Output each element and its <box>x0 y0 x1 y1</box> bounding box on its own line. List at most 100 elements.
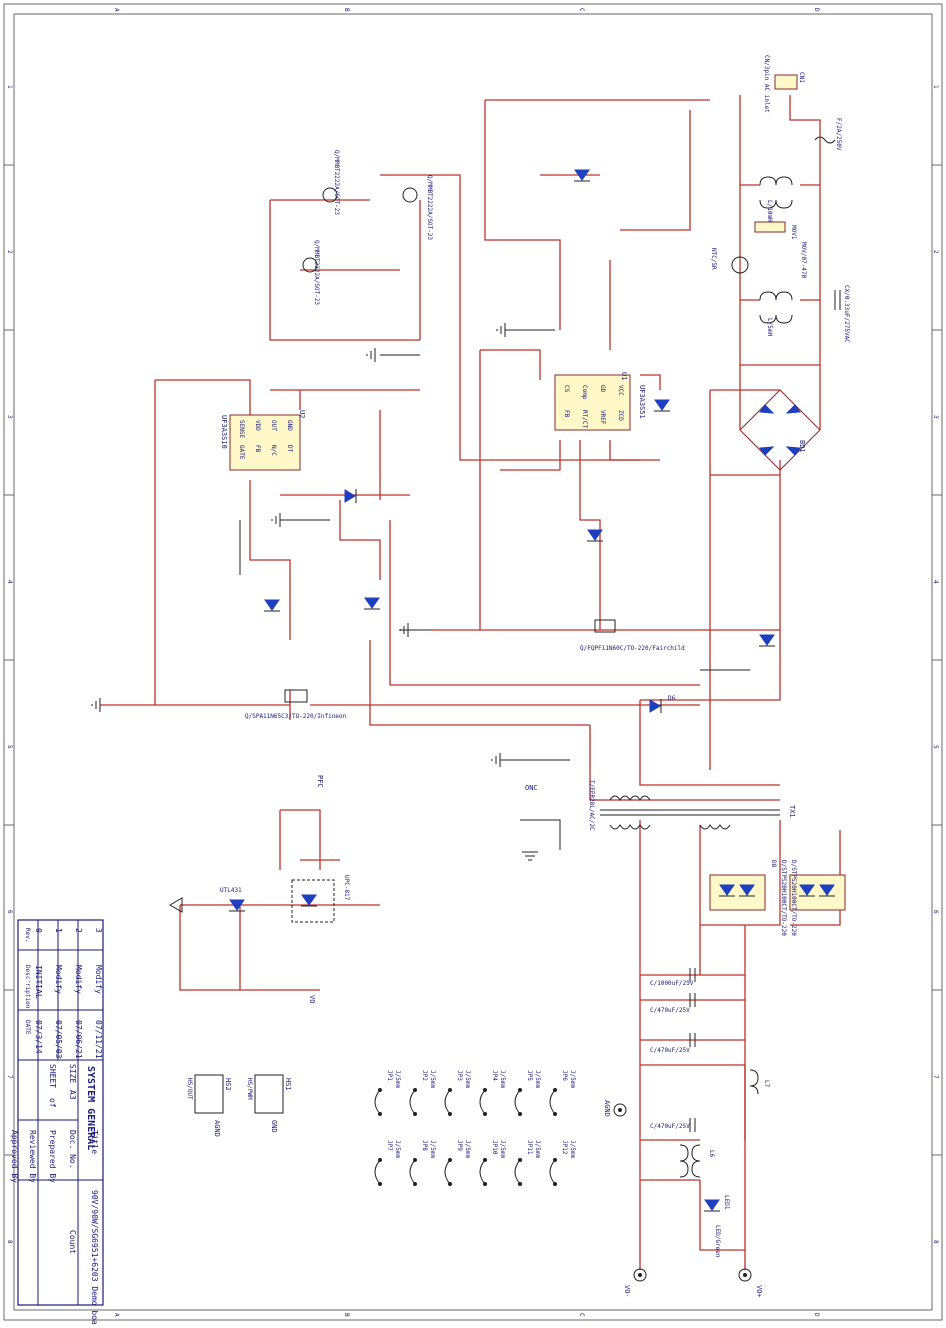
jumper-symbol <box>549 1089 556 1115</box>
svg-text:Q/FQPF11N60C/TO-220/Fairchild: Q/FQPF11N60C/TO-220/Fairchild <box>580 645 685 652</box>
svg-text:HS/OUT: HS/OUT <box>186 1078 193 1100</box>
svg-text:U1: U1 <box>620 372 628 380</box>
jumper-pad <box>518 1112 522 1116</box>
svg-text:C/470uF/25V: C/470uF/25V <box>650 1007 690 1014</box>
zone-col-label: C <box>578 1313 585 1317</box>
jumper-value: J/5mm <box>429 1070 436 1088</box>
u2-pin-label: OUT <box>270 420 277 431</box>
svg-text:U2: U2 <box>298 410 306 418</box>
jumper-pad <box>413 1112 417 1116</box>
jumper-symbol <box>479 1089 486 1115</box>
u1-pin-label: FB <box>563 410 570 418</box>
svg-text:CN/3pin AC inlet: CN/3pin AC inlet <box>763 55 770 113</box>
input-parts: CN1 CN/3pin AC inlet F/2A/250V MOV1 MOV/… <box>710 55 850 343</box>
jumper-pad <box>518 1088 522 1092</box>
jumper-value: J/5mm <box>464 1070 471 1088</box>
svg-text:Q/MMBT2222A/SOT-23: Q/MMBT2222A/SOT-23 <box>313 240 320 305</box>
svg-text:L6: L6 <box>708 1150 715 1158</box>
zone-row-label: 2 <box>6 250 13 254</box>
svg-text:Q/MMBT2222A/SOT-23: Q/MMBT2222A/SOT-23 <box>333 150 340 215</box>
zone-row-label: 3 <box>6 415 13 419</box>
jumper-pad <box>448 1182 452 1186</box>
svg-text:T/EER28L/AC/2C: T/EER28L/AC/2C <box>588 780 595 831</box>
zone-row-label: 1 <box>932 85 939 89</box>
zone-col-label: C <box>578 8 585 12</box>
rev-cell: Modify <box>74 965 83 994</box>
zone-row-label: 7 <box>932 1075 939 1079</box>
zone-col-label: A <box>113 8 120 12</box>
jumper-ref: JP9 <box>456 1140 463 1151</box>
zone-row-label: 8 <box>6 1240 13 1244</box>
u2-pin-label: SENSE <box>238 420 245 438</box>
rev-cell: INITIAL <box>34 965 43 999</box>
jumper-ref: JP12 <box>561 1140 568 1155</box>
title-block: Rev.Desc'riptionDATE0INITIAL07/3/141Modi… <box>10 919 104 1328</box>
zone-col-label: D <box>813 1313 820 1317</box>
jumper-ref: JP3 <box>456 1070 463 1081</box>
rev-header: Rev. <box>24 928 31 942</box>
rev-cell: 07/06/21 <box>74 1020 83 1059</box>
jumper-pad <box>413 1088 417 1092</box>
u2-pin-label: GND <box>286 420 293 431</box>
svg-text:ONC: ONC <box>525 784 538 792</box>
svg-text:D/STPS20H100CT/TO-220: D/STPS20H100CT/TO-220 <box>790 860 797 936</box>
svg-text:SHEET: SHEET <box>48 1064 57 1088</box>
zone-row-label: 2 <box>932 250 939 254</box>
svg-text:AGND: AGND <box>213 1120 221 1137</box>
svg-text:AGND: AGND <box>603 1100 611 1117</box>
jumper-pad <box>483 1088 487 1092</box>
svg-text:BD1: BD1 <box>798 440 806 453</box>
svg-text:HS/PWM: HS/PWM <box>246 1078 253 1100</box>
u2-pin-label: FB <box>254 445 261 453</box>
ground-symbols <box>91 323 538 913</box>
svg-text:NTC/5R: NTC/5R <box>710 248 717 270</box>
jumper-pad <box>448 1112 452 1116</box>
svg-text:of: of <box>48 1098 57 1108</box>
svg-text:C/470uF/25V: C/470uF/25V <box>650 1047 690 1054</box>
jumper-pad <box>378 1112 382 1116</box>
jumper-symbol <box>549 1159 556 1185</box>
ground-net <box>239 329 750 850</box>
jumper-pad <box>553 1112 557 1116</box>
svg-text:CN1: CN1 <box>798 72 805 83</box>
u2-pin-label: VDD <box>254 420 261 431</box>
svg-text:Prepared By: Prepared By <box>48 1130 57 1183</box>
zone-row-label: 5 <box>6 745 13 749</box>
jumper-pad <box>483 1182 487 1186</box>
rev-cell: 2 <box>74 928 83 933</box>
rev-cell: Modify <box>94 965 103 994</box>
jumper-symbol <box>479 1159 486 1185</box>
feedback-section: UPC-817 UTL431 <box>220 875 350 923</box>
jumper-ref: JP7 <box>386 1140 393 1151</box>
svg-text:Reviewed By: Reviewed By <box>28 1130 37 1183</box>
svg-text:UTL431: UTL431 <box>220 887 242 894</box>
led1: LED1 LED/Green <box>704 1195 730 1258</box>
u1-pin-label: Comp <box>581 385 588 400</box>
svg-text:L/10mH: L/10mH <box>766 200 773 222</box>
jumper-ref: JP10 <box>491 1140 498 1155</box>
jumper-value: J/5mm <box>499 1140 506 1158</box>
svg-text:MOV/07-470: MOV/07-470 <box>800 242 807 279</box>
jumper-ref: JP1 <box>386 1070 393 1081</box>
zone-row-label: 6 <box>932 910 939 914</box>
zone-col-label: D <box>813 8 820 12</box>
svg-text:LED/Green: LED/Green <box>714 1225 721 1258</box>
jumper-symbol <box>514 1159 521 1185</box>
svg-text:GND: GND <box>270 1120 278 1133</box>
rev-cell: 07/05/03 <box>54 1020 63 1059</box>
jumper-pad <box>378 1088 382 1092</box>
jumper-symbol <box>374 1089 381 1115</box>
jumper-ref: JP2 <box>421 1070 428 1081</box>
zone-ticks <box>4 164 942 1321</box>
u1-pin-label: GD <box>599 385 606 393</box>
jumper-pad <box>413 1158 417 1162</box>
jumper-value: J/5mm <box>394 1140 401 1158</box>
transistors: Q/MMBT2222A/SOT-23 Q/MMBT2222A/SOT-23 Q/… <box>245 150 685 720</box>
svg-text:VO: VO <box>308 995 316 1003</box>
zone-col-label: B <box>343 1313 350 1317</box>
u2-pin-label: N/C <box>270 445 277 456</box>
svg-text:C/1000uF/25V: C/1000uF/25V <box>650 980 694 987</box>
wire-net <box>100 95 841 1270</box>
